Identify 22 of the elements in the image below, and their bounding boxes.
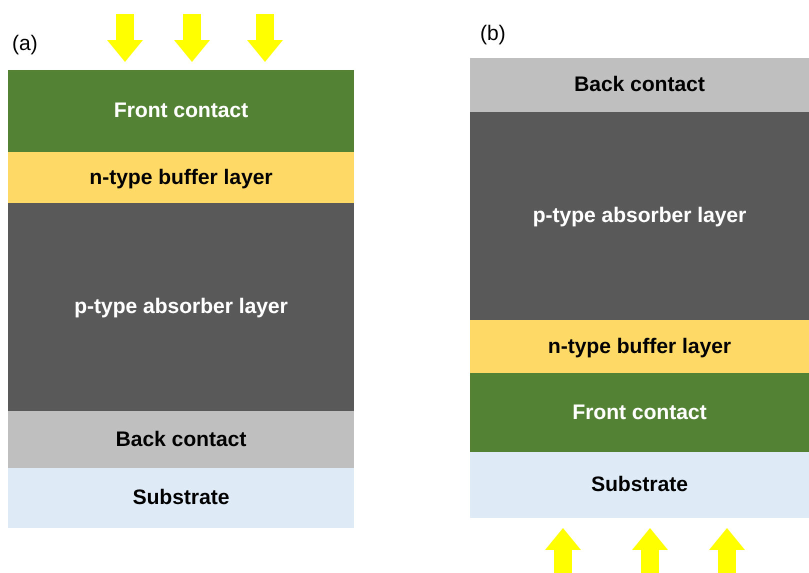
layer-band <box>470 373 809 452</box>
layer-band <box>470 112 809 320</box>
layer-name: Back contact <box>116 428 246 452</box>
layer-name: n-type buffer layer <box>89 166 273 190</box>
layer-name: p-type absorber layer <box>532 204 746 228</box>
layer-band <box>8 70 354 152</box>
layer-band <box>8 468 354 528</box>
layer-name: Front contact <box>114 99 248 123</box>
panel-label: (b) <box>480 22 506 46</box>
layer-name: Substrate <box>591 473 688 497</box>
layer-name: Substrate <box>132 486 230 510</box>
layer-name: p-type absorber layer <box>74 295 288 319</box>
layer-band <box>470 452 809 518</box>
layer-band <box>8 411 354 468</box>
layer-name: Back contact <box>574 73 705 97</box>
layer-band <box>470 320 809 373</box>
panel-label: (a) <box>12 32 38 56</box>
layer-name: n-type buffer layer <box>548 334 732 358</box>
layer-band <box>8 203 354 411</box>
layer-band <box>8 152 354 203</box>
layer-name: Front contact <box>572 400 707 424</box>
layer-band <box>470 58 809 112</box>
